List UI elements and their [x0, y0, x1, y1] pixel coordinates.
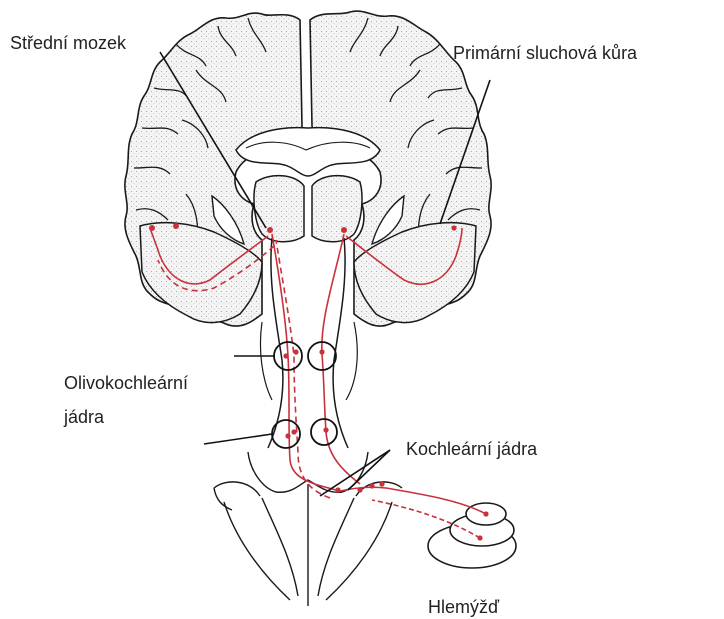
- corpus-callosum: [236, 128, 380, 176]
- label-cochlear-nuclei: Kochleární jádra: [406, 438, 537, 460]
- label-olivocochlear-line2: jádra: [64, 400, 188, 434]
- left-thalamus: [254, 176, 304, 242]
- cochlea-shape: [428, 503, 516, 568]
- label-midbrain: Střední mozek: [10, 32, 126, 54]
- label-olivocochlear-nuclei: Olivokochleární jádra: [64, 366, 188, 434]
- label-primary-auditory-cortex: Primární sluchová kůra: [453, 42, 637, 64]
- medulla-outline: [214, 452, 402, 606]
- label-olivocochlear-line1: Olivokochleární: [64, 366, 188, 400]
- label-cochlea: Hlemýžď: [428, 596, 499, 618]
- right-thalamus: [312, 176, 362, 242]
